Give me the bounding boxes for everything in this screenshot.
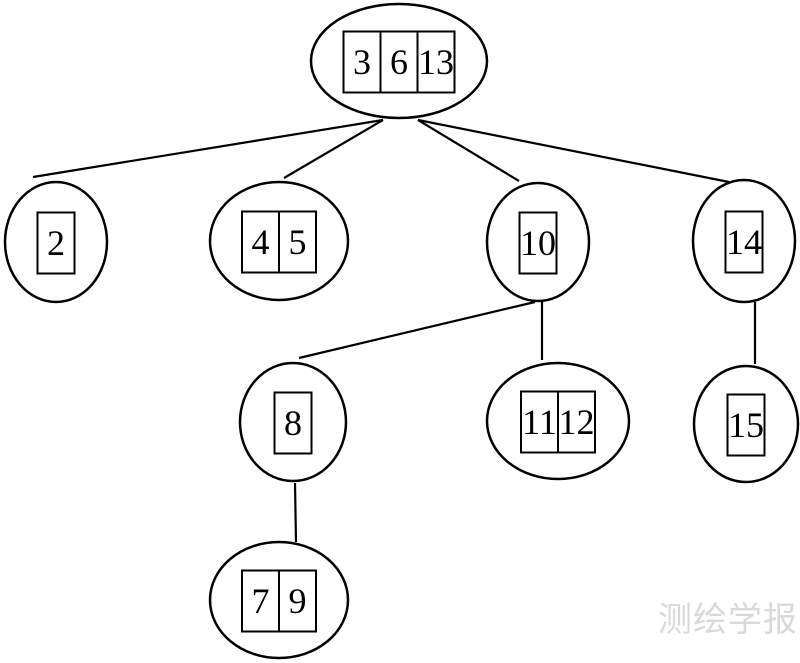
key-value: 15: [728, 405, 764, 445]
key-value: 10: [520, 223, 556, 263]
key-cell: [36, 211, 76, 275]
key-cell: [557, 390, 596, 454]
key-cell: [520, 390, 559, 454]
tree-node-n8: 8: [238, 361, 348, 483]
key-cell: [724, 210, 764, 274]
tree-edge-n10-n8: [298, 300, 536, 360]
key-cell: [278, 569, 317, 633]
key-cell: [278, 210, 317, 274]
key-cell: [273, 391, 313, 455]
tree-edge-root-n45: [283, 119, 384, 179]
key-value: 7: [252, 581, 270, 621]
key-cell: [241, 210, 280, 274]
key-value: 14: [726, 222, 762, 262]
key-cell: [518, 211, 558, 275]
key-value: 13: [418, 42, 454, 82]
tree-node-n10: 10: [485, 181, 591, 303]
tree-edge-root-n10: [417, 119, 520, 182]
key-value: 4: [252, 222, 270, 262]
key-value: 2: [47, 223, 65, 263]
key-value: 6: [390, 42, 408, 82]
key-cell: [726, 393, 766, 457]
key-value: 9: [289, 581, 307, 621]
key-value: 11: [522, 402, 557, 442]
key-value: 8: [284, 403, 302, 443]
key-value: 3: [353, 42, 371, 82]
key-cell: [342, 30, 382, 94]
tree-node-n2: 2: [3, 180, 109, 304]
key-value: 5: [289, 222, 307, 262]
tree-edge-n8-n79: [293, 482, 298, 543]
key-cell: [416, 30, 456, 94]
tree-edge-root-n2: [32, 118, 384, 179]
key-value: 12: [559, 402, 595, 442]
tree-node-n14: 14: [691, 178, 797, 304]
key-cell: [241, 569, 280, 633]
tree-node-n15: 15: [692, 364, 800, 484]
tree-edge-root-n14: [417, 118, 730, 184]
